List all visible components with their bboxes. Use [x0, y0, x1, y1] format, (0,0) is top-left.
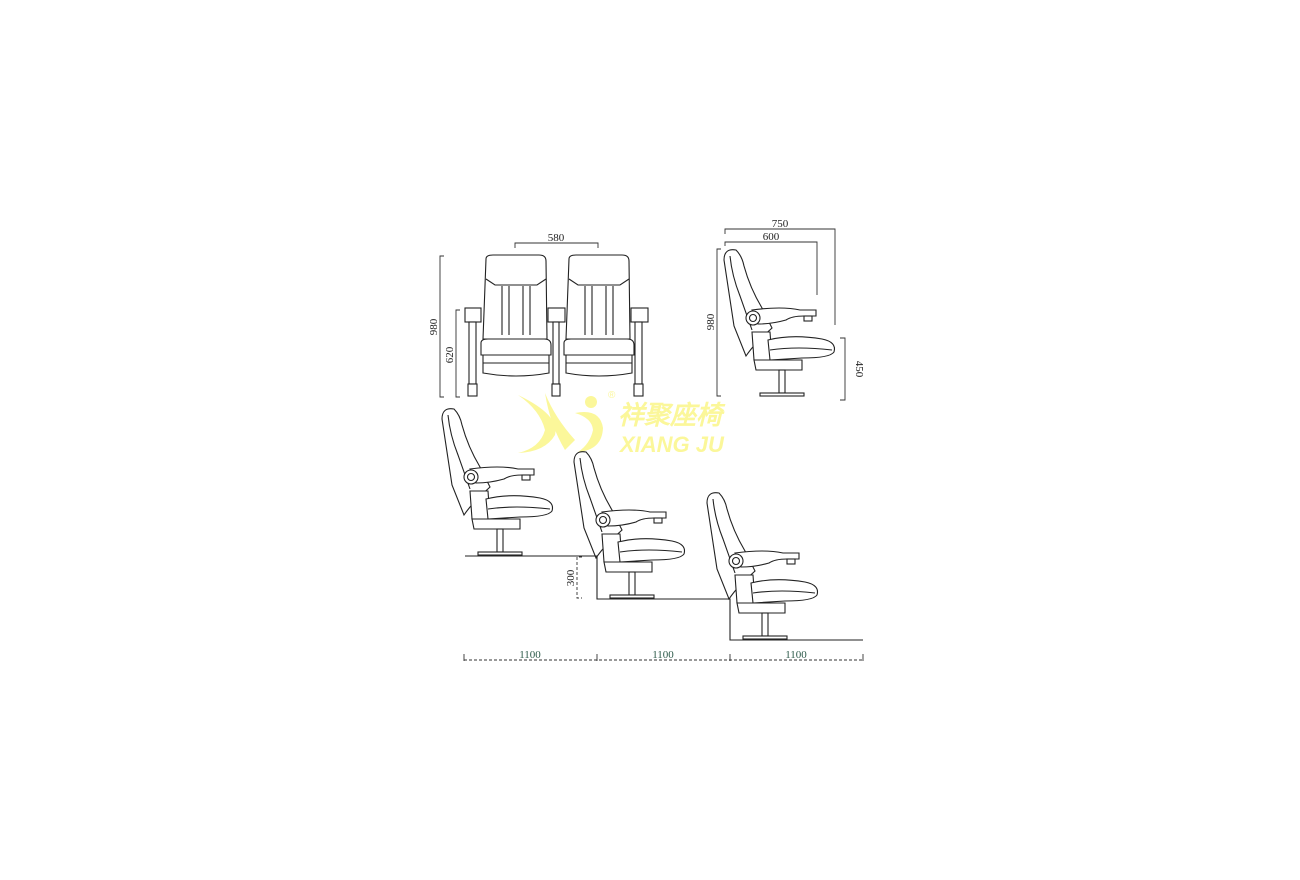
front-view: 580 980 620	[428, 232, 649, 398]
arm-height-dimension: 620	[444, 346, 456, 363]
seat-depth-dimension: 600	[763, 231, 780, 243]
front-width-dimension: 580	[548, 232, 565, 244]
logo-english-text: XIANG JU	[618, 432, 725, 457]
depth-dimension: 750	[772, 218, 789, 230]
step-height-dimension: 300	[565, 569, 577, 586]
armrests	[464, 307, 649, 397]
registered-mark: ®	[608, 390, 616, 401]
seat-height-dimension: 450	[853, 361, 865, 378]
row-spacing-dimension-2: 1100	[652, 649, 674, 661]
row-spacing-dimension-3: 1100	[785, 649, 807, 661]
stepped-floor	[465, 555, 863, 641]
logo-chinese-text: 祥聚座椅	[618, 401, 726, 431]
xiangju-logo: ® 祥聚座椅 XIANG JU	[518, 390, 726, 457]
tier-view: 300 1100 1100 1100	[441, 408, 864, 661]
row-spacing-dimension-1: 1100	[519, 649, 541, 661]
side-view: 750 600 980 450	[705, 218, 865, 401]
side-height-dimension: 980	[705, 313, 717, 330]
front-height-dimension: 980	[428, 318, 440, 335]
